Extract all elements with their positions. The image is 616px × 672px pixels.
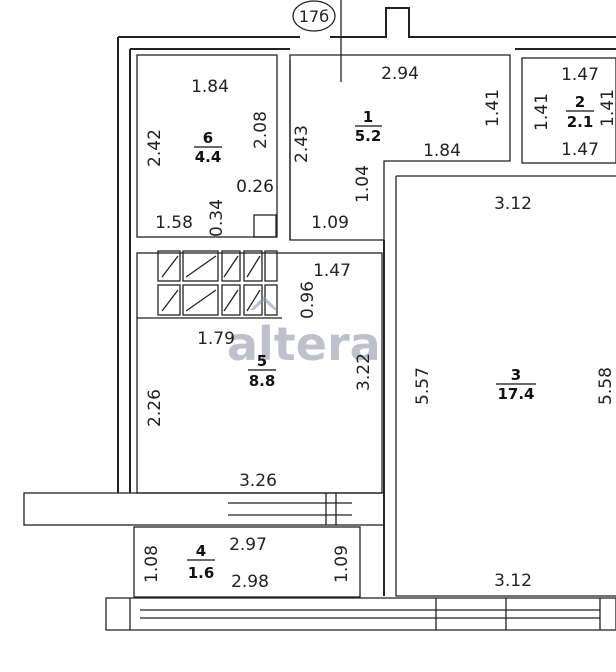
dimension-label: 2.42: [145, 129, 165, 167]
dimension-label: 5.57: [413, 367, 433, 405]
dimension-label: 1.41: [532, 93, 552, 131]
axis-label: 17б: [299, 7, 329, 26]
dimension-label: 0.96: [298, 281, 318, 319]
wardrobe-cells: [157, 250, 278, 316]
dimension-label: 2.97: [229, 535, 267, 555]
room-area: 2.1: [567, 113, 594, 131]
dimension-label: 0.26: [236, 177, 274, 197]
dimension-label: 2.26: [145, 389, 165, 427]
dimension-label: 1.41: [483, 89, 503, 127]
house-icon: [250, 296, 278, 310]
room-number: 6: [203, 129, 213, 147]
watermark-text: altera: [227, 317, 381, 371]
dimension-label: 1.84: [191, 77, 229, 97]
dimension-label: 1.41: [598, 89, 616, 127]
dimension-label: 2.94: [381, 64, 419, 84]
dimension-label: 0.34: [207, 199, 227, 237]
room-number: 5: [257, 352, 267, 370]
dimension-label: 3.12: [494, 571, 532, 591]
room-label-5: 5 8.8: [248, 352, 276, 390]
dimension-labels: 1.84 2.42 2.08 1.58 0.34 0.26 2.94 1.41 …: [142, 64, 616, 592]
room-label-3: 3 17.4: [496, 366, 536, 403]
dimension-label: 2.43: [292, 125, 312, 163]
walls: [23, 7, 616, 631]
dimension-label: 1.47: [561, 140, 599, 160]
dimension-label: 2.08: [251, 111, 271, 149]
room-area: 5.2: [355, 127, 382, 145]
dimension-label: 1.58: [155, 213, 193, 233]
watermark: altera: [227, 296, 381, 371]
axis-marker: 17б: [292, 0, 342, 82]
room-label-1: 1 5.2: [355, 108, 382, 145]
dimension-label: 1.47: [313, 261, 351, 281]
room-number: 1: [363, 108, 373, 126]
dimension-label: 5.58: [596, 367, 616, 405]
room-area: 8.8: [249, 372, 276, 390]
room-area: 1.6: [188, 564, 215, 582]
room-label-4: 4 1.6: [187, 542, 215, 582]
room-label-2: 2 2.1: [566, 93, 594, 131]
dimension-label: 3.22: [354, 353, 374, 391]
dimension-label: 1.79: [197, 329, 235, 349]
dimension-label: 3.26: [239, 471, 277, 491]
dimension-label: 1.09: [311, 213, 349, 233]
dimension-label: 1.09: [332, 545, 352, 583]
room-number: 4: [196, 542, 206, 560]
dimension-label: 3.12: [494, 194, 532, 214]
room-number: 2: [575, 93, 585, 111]
room-number: 3: [511, 366, 521, 384]
dimension-label: 1.04: [353, 165, 373, 203]
dimension-label: 2.98: [231, 572, 269, 592]
room-area: 4.4: [195, 148, 222, 166]
room-label-6: 6 4.4: [194, 129, 222, 166]
room-area: 17.4: [497, 385, 534, 403]
dimension-label: 1.08: [142, 545, 162, 583]
dimension-label: 1.47: [561, 65, 599, 85]
dimension-label: 1.84: [423, 141, 461, 161]
